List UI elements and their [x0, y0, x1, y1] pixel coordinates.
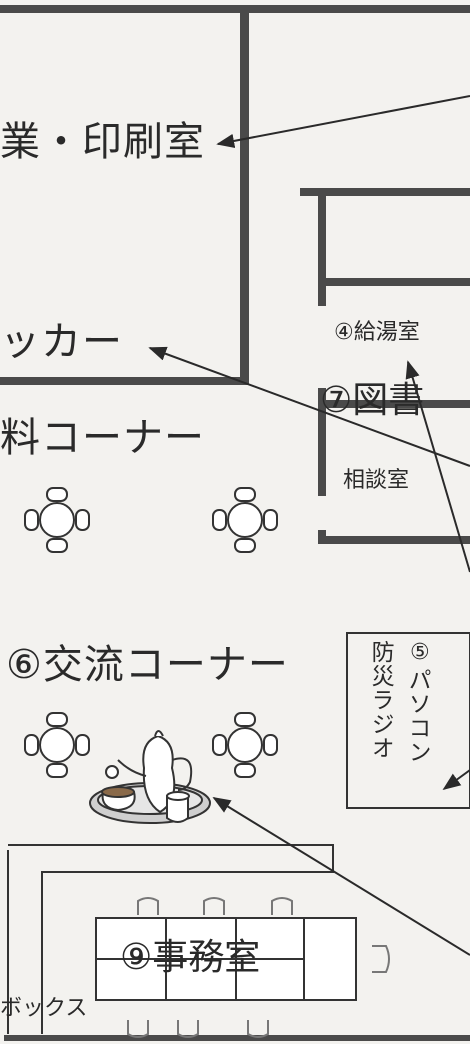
- library-label: ⑦図書: [320, 380, 425, 421]
- tea-set-icon: [89, 730, 211, 824]
- office-desks-icon: [95, 897, 390, 1038]
- round-table-icon: [212, 487, 278, 553]
- arrow-tea-set: [212, 797, 470, 956]
- walls: [0, 5, 470, 1041]
- pc-radio-box: [346, 632, 470, 809]
- print-room-label: 業・印刷室: [0, 119, 205, 165]
- disaster-radio-label: 防災ラジオ: [367, 640, 394, 760]
- materials-corner-label: 料コーナー: [0, 415, 205, 461]
- pc-label: パソコン: [404, 668, 431, 764]
- round-table-icon: [24, 487, 90, 553]
- arrow-locker: [148, 346, 470, 467]
- consultation-room-label: 相談室: [343, 468, 410, 493]
- leader-arrows: [148, 95, 470, 956]
- office-label: ⑨事務室: [120, 937, 261, 978]
- round-table-icon: [212, 712, 278, 778]
- round-table-icon: [24, 712, 90, 778]
- exchange-corner-label: ⑥交流コーナー: [6, 642, 289, 688]
- arrow-print-room: [216, 95, 470, 149]
- box-label: ボックス: [0, 996, 88, 1021]
- pc-number-label: ⑤: [410, 640, 430, 665]
- arrow-kitchenette: [405, 360, 470, 573]
- kitchenette-label: ④給湯室: [334, 320, 420, 345]
- locker-label: ッカー: [0, 319, 123, 365]
- arrow-pc: [442, 769, 470, 791]
